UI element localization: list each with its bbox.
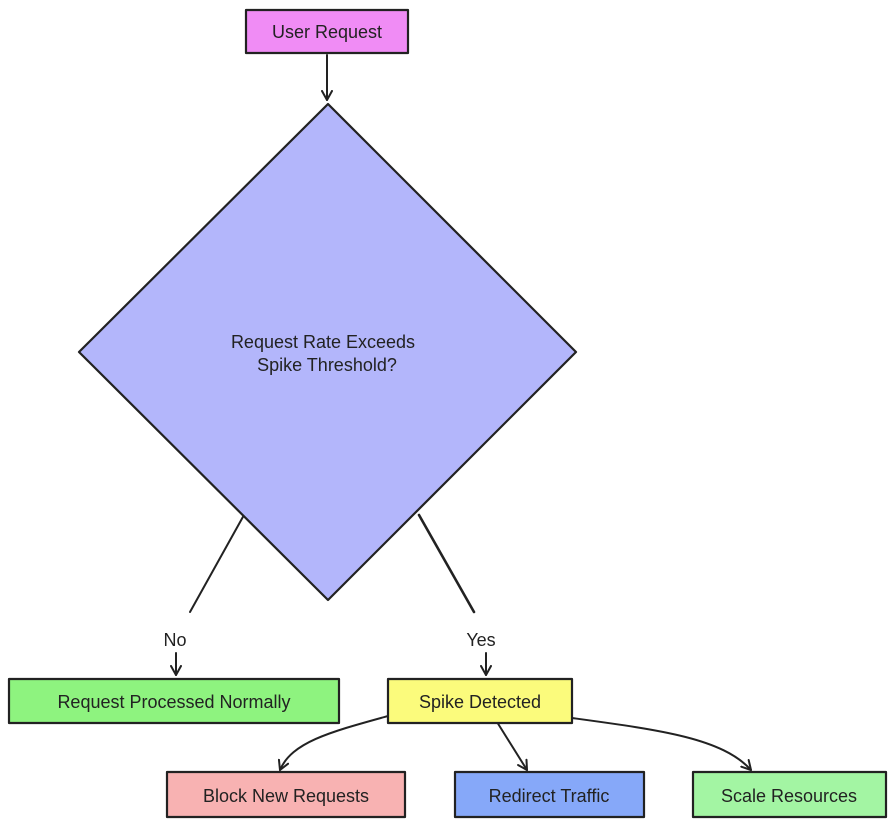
redirect-label: Redirect Traffic bbox=[489, 786, 610, 806]
redirect-box bbox=[453, 770, 646, 819]
decision-diamond bbox=[77, 102, 578, 602]
edge-spike-to-redirect bbox=[496, 721, 528, 771]
scale-label: Scale Resources bbox=[721, 786, 857, 806]
spike-label: Spike Detected bbox=[419, 692, 541, 712]
scale-box bbox=[691, 770, 888, 819]
edge-decision-to-processed bbox=[189, 514, 245, 613]
decision-label-line2: Spike Threshold? bbox=[257, 355, 397, 375]
block-box bbox=[165, 770, 407, 819]
node-spike: Spike Detected bbox=[386, 677, 574, 725]
processed-box bbox=[7, 677, 341, 725]
node-block: Block New Requests bbox=[165, 770, 407, 819]
edge-spike-to-scale bbox=[571, 717, 752, 771]
node-decision: Request Rate Exceeds Spike Threshold? bbox=[77, 102, 578, 602]
node-user-request: User Request bbox=[244, 8, 410, 55]
edge-spike-to-block bbox=[277, 715, 389, 771]
processed-label: Request Processed Normally bbox=[57, 692, 290, 712]
node-redirect: Redirect Traffic bbox=[453, 770, 646, 819]
edge-label-yes: Yes bbox=[466, 630, 495, 650]
user-request-label: User Request bbox=[272, 22, 382, 42]
user-request-box bbox=[244, 8, 410, 55]
block-label: Block New Requests bbox=[203, 786, 369, 806]
spike-box bbox=[386, 677, 574, 725]
edge-label-no: No bbox=[163, 630, 186, 650]
edges bbox=[170, 54, 752, 771]
decision-label-line1: Request Rate Exceeds bbox=[231, 332, 415, 352]
edge-decision-to-spike bbox=[417, 513, 476, 614]
node-scale: Scale Resources bbox=[691, 770, 888, 819]
node-processed: Request Processed Normally bbox=[7, 677, 341, 725]
